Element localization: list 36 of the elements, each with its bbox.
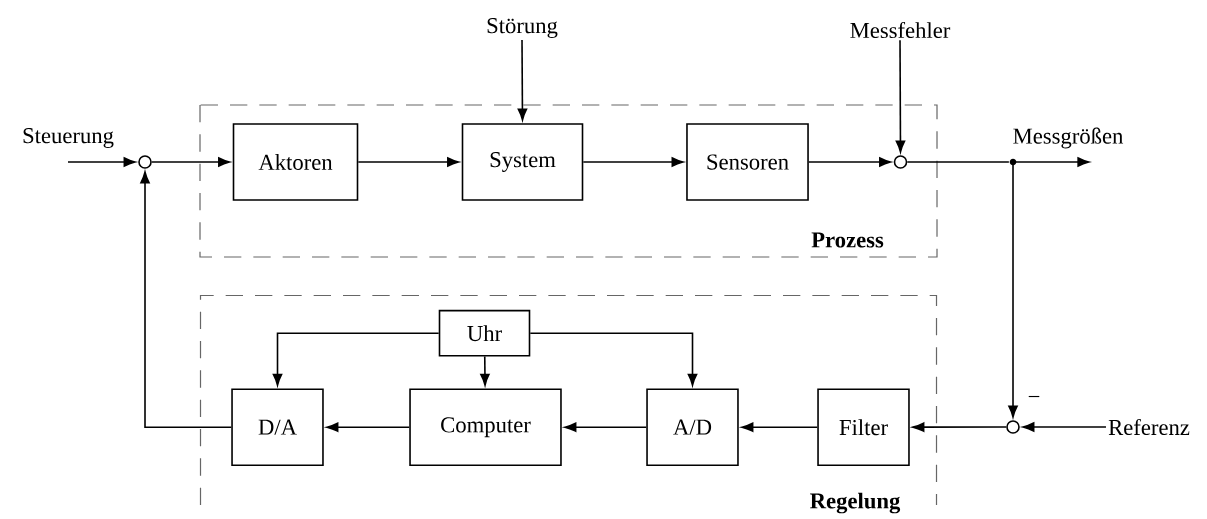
block-box: D/A [231, 388, 324, 466]
block-box: Sensoren [686, 123, 809, 201]
sign-label: − [1028, 395, 1040, 398]
arrow [741, 422, 819, 432]
arrow [582, 157, 684, 167]
arrow [912, 422, 1007, 432]
arrow [67, 157, 136, 167]
block-box: Uhr [438, 309, 531, 357]
block-box: Filter [817, 388, 910, 466]
arrow [151, 157, 231, 167]
signal-label: Messfehler [850, 21, 951, 39]
summing-junction [138, 155, 152, 169]
arrow [895, 39, 906, 153]
arrow [564, 422, 648, 432]
block-box: Aktoren [232, 123, 359, 201]
signal-label: Steuerung [23, 128, 114, 148]
arrow [517, 39, 528, 121]
signal-label: Referenz [1108, 418, 1190, 436]
block-box: Computer [409, 388, 562, 466]
arrow [272, 332, 440, 386]
arrow [357, 157, 460, 167]
signal-label: Störung [487, 18, 558, 38]
arrow [1022, 422, 1107, 432]
arrow [140, 171, 233, 428]
arrow [326, 422, 411, 432]
signal-label: Messgrößen [1013, 127, 1124, 149]
block-box: System [461, 123, 584, 201]
summing-junction [893, 155, 908, 169]
arrow [480, 355, 490, 386]
block-box: A/D [646, 388, 739, 466]
arrow [1008, 161, 1018, 418]
arrow [1012, 157, 1090, 167]
arrow [808, 157, 892, 167]
arrow [529, 332, 698, 386]
branch-point [1009, 158, 1017, 166]
summing-junction [1006, 420, 1020, 434]
